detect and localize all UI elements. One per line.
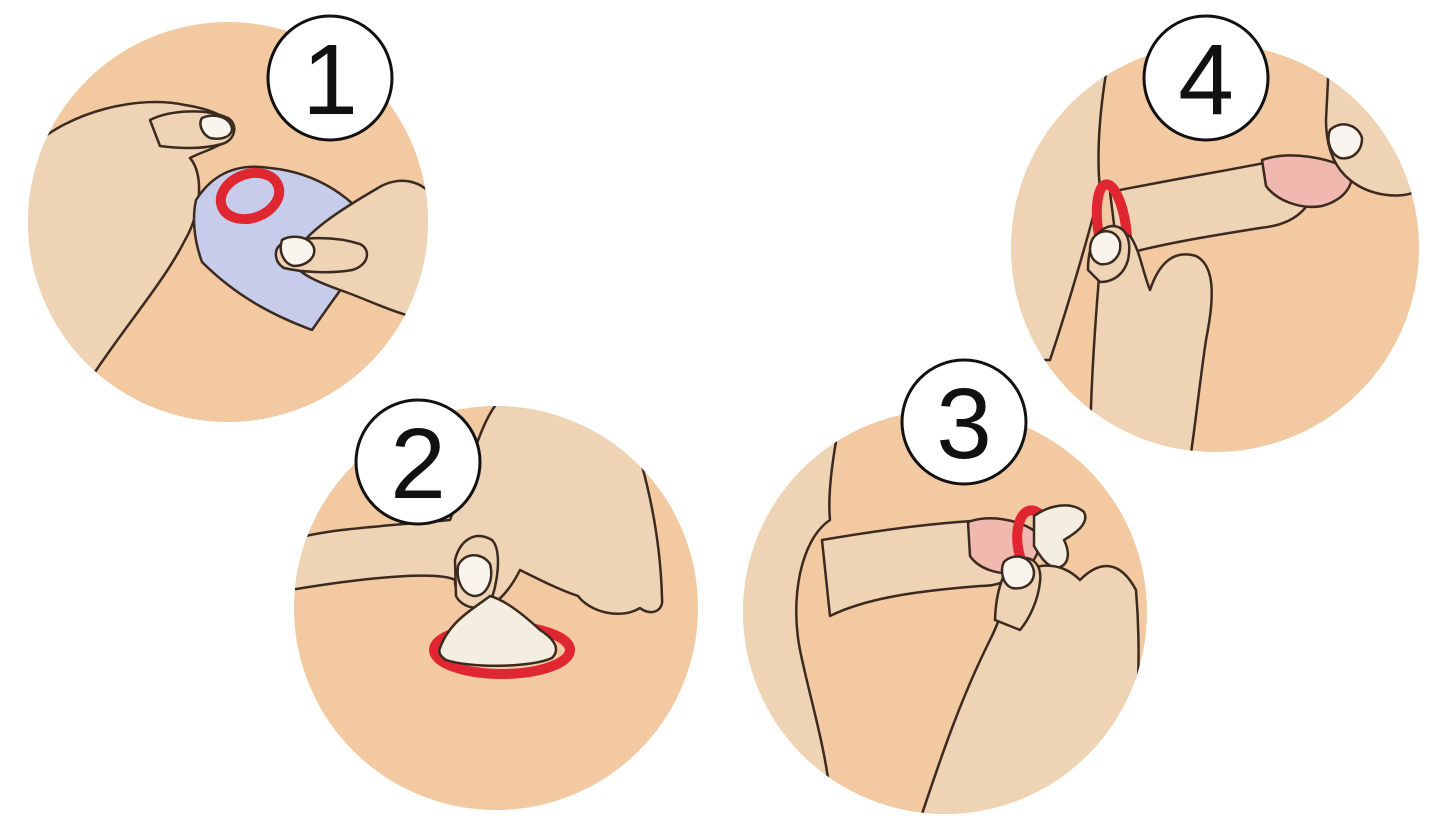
upper-fingernail — [1328, 124, 1362, 158]
step-1-number: 1 — [302, 24, 358, 136]
step-1-panel: 1 — [20, 16, 440, 422]
step-4-badge: 4 — [1144, 16, 1268, 140]
thumbnail — [1090, 231, 1120, 264]
fingernail — [458, 555, 492, 596]
step-1-badge: 1 — [268, 16, 392, 140]
step-2-panel: 2 — [290, 400, 698, 810]
left-thumbnail — [200, 116, 232, 139]
step-3-panel: 3 — [740, 360, 1147, 818]
step-2-number: 2 — [390, 408, 446, 520]
step-3-badge: 3 — [902, 360, 1026, 484]
step-4-number: 4 — [1178, 24, 1234, 136]
thumbnail — [1002, 557, 1034, 589]
step-4-panel: 4 — [1000, 16, 1420, 460]
right-thumbnail — [281, 237, 315, 266]
step-3-number: 3 — [936, 368, 992, 480]
step-2-badge: 2 — [356, 400, 480, 524]
